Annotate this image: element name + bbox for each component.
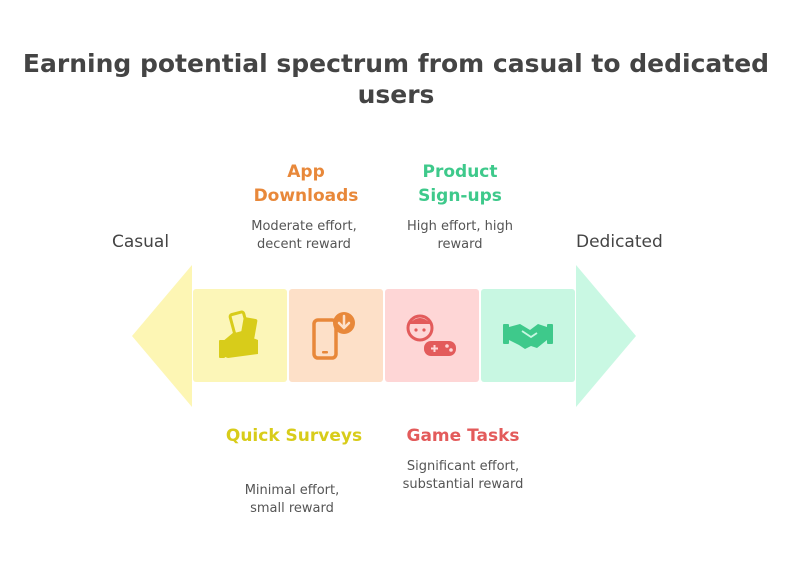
stage-desc-app-downloads: Moderate effort, decent reward xyxy=(251,219,357,252)
stage-box-game-tasks xyxy=(385,289,479,382)
gamer-controller-icon xyxy=(406,314,456,356)
stage-heading-product-signups: Product Sign-ups xyxy=(418,162,502,206)
page-title: Earning potential spectrum from casual t… xyxy=(22,49,770,109)
stage-desc-product-signups: High effort, high reward xyxy=(407,219,513,252)
handshake-icon xyxy=(503,324,553,349)
spectrum-end-label: Dedicated xyxy=(576,232,663,252)
hand-money-icon xyxy=(219,310,258,358)
phone-download-icon xyxy=(312,312,355,360)
spectrum-start-label: Casual xyxy=(112,232,170,252)
right-arrow-head xyxy=(576,265,636,407)
stage-desc-game-tasks: Significant effort, substantial reward xyxy=(402,459,524,492)
stage-heading-quick-surveys: Quick Surveys xyxy=(225,426,363,446)
left-arrow-head xyxy=(132,265,192,407)
stage-heading-game-tasks: Game Tasks xyxy=(406,426,520,446)
stage-heading-app-downloads: App Downloads xyxy=(253,162,359,206)
stage-desc-quick-surveys: Minimal effort, small reward xyxy=(244,483,340,516)
